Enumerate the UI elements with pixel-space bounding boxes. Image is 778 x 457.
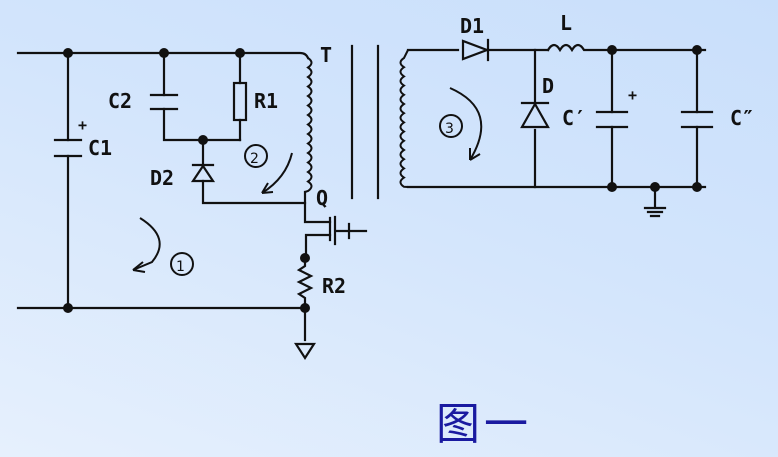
diode-D: D [520,48,554,189]
loop-2-indicator: 2 [244,144,293,194]
top-rail [16,51,310,60]
capacitor-C-double-prime: C″ [680,48,754,189]
transformer-primary-winding: T [304,43,332,193]
capacitor-C1: + C1 [53,51,112,310]
diode-D1: D1 [460,14,550,62]
capacitor-C2: C2 [108,51,242,142]
junction-dot [63,48,73,58]
c1-label: C1 [88,136,112,160]
ground-symbol-primary [293,342,317,361]
c2-label: C2 [108,89,132,113]
d-label: D [542,74,554,98]
junction-dot [607,182,617,192]
figure-caption: 图一 [436,399,532,450]
r1-label: R1 [254,89,278,113]
loop-1-indicator: 1 [132,217,194,276]
junction-dot [63,303,73,313]
junction-dot [300,303,310,313]
junction-dot [692,182,702,192]
diode-D2: D2 [150,138,307,205]
junction-dot [198,135,208,145]
junction-dots [63,45,702,313]
transformer-label: T [320,43,332,67]
mosfet-Q: Q [303,186,368,258]
junction-dot [159,48,169,58]
c-double-prime-label: C″ [730,106,754,130]
junction-dot [235,48,245,58]
q-label: Q [316,186,328,210]
junction-dot [692,45,702,55]
c-prime-label: C′ [562,106,586,130]
junction-dot [607,45,617,55]
junction-dot [300,253,310,263]
loop-2-label: 2 [250,151,259,167]
d2-label: D2 [150,166,174,190]
capacitor-C-prime: + C′ [562,48,637,189]
resistor-R2: R2 [296,256,346,342]
l-label: L [560,11,572,35]
c-prime-plus-mark: + [628,86,637,104]
loop-3-label: 3 [445,121,454,137]
d1-label: D1 [460,14,484,38]
r2-label: R2 [322,274,346,298]
resistor-R1: R1 [232,51,278,142]
junction-dot [650,182,660,192]
inductor-L: L [546,11,707,53]
loop-1-label: 1 [176,259,185,275]
c1-plus-mark: + [78,116,87,134]
transformer-secondary-winding [399,48,707,189]
loop-3-indicator: 3 [439,87,483,161]
